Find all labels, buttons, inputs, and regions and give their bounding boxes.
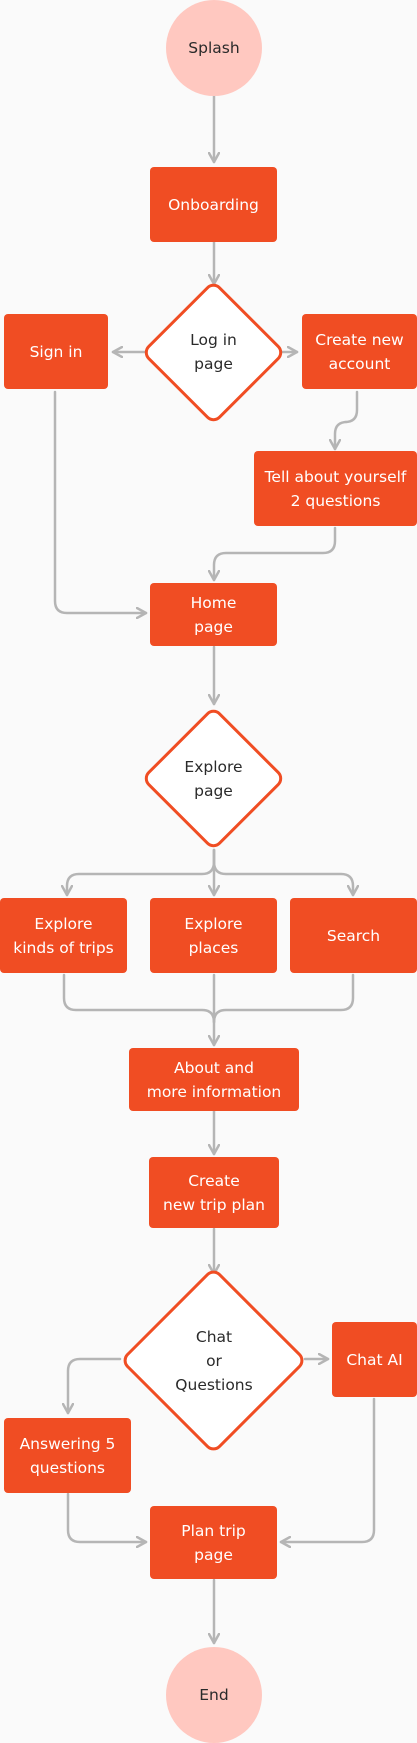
arrow-create-tell — [335, 390, 359, 451]
arrow-explore-trips — [67, 848, 216, 897]
home-node: Home page — [150, 583, 277, 646]
plan-page-node: Plan trip page — [150, 1506, 277, 1579]
home-label: Home page — [190, 593, 237, 636]
explore-decision-node: Explore page — [146, 739, 281, 819]
arrow-signin-home — [53, 390, 148, 613]
create-plan-label: Create new trip plan — [163, 1171, 265, 1214]
create-account-label: Create new account — [315, 330, 404, 373]
arrow-chatai-plan — [279, 1397, 376, 1542]
end-label: End — [199, 1686, 229, 1704]
about-node: About and more information — [129, 1048, 299, 1111]
tell-about-node: Tell about yourself 2 questions — [254, 451, 417, 526]
signin-label: Sign in — [29, 342, 83, 361]
line-search-merge — [212, 973, 355, 1024]
chat-ai-label: Chat AI — [346, 1350, 403, 1369]
search-label: Search — [326, 926, 381, 945]
onboarding-node: Onboarding — [150, 167, 277, 242]
splash-node: Splash — [166, 0, 262, 96]
explore-trips-label: Explore kinds of trips — [13, 914, 114, 957]
chat-questions-label: Chat or Questions — [175, 1328, 253, 1394]
login-decision-node: Log in page — [146, 312, 281, 392]
create-account-node: Create new account — [302, 314, 417, 389]
create-plan-node: Create new trip plan — [149, 1157, 279, 1228]
arrow-answering-plan — [66, 1492, 148, 1542]
chat-ai-node: Chat AI — [332, 1322, 417, 1397]
explore-places-node: Explore places — [150, 898, 277, 973]
tell-about-label: Tell about yourself 2 questions — [264, 467, 407, 510]
explore-trips-node: Explore kinds of trips — [0, 898, 127, 973]
line-trips-merge — [62, 973, 216, 1024]
explore-places-label: Explore places — [184, 914, 243, 957]
arrow-explore-search — [212, 848, 353, 897]
login-label: Log in page — [190, 331, 237, 373]
about-label: About and more information — [146, 1058, 282, 1101]
splash-label: Splash — [188, 39, 240, 57]
answering-node: Answering 5 questions — [4, 1418, 131, 1493]
end-node: End — [166, 1647, 262, 1743]
arrow-chat-answering — [68, 1357, 122, 1415]
explore-page-label: Explore page — [184, 758, 243, 800]
arrow-tell-home — [214, 526, 337, 582]
answering-label: Answering 5 questions — [19, 1434, 116, 1477]
onboarding-label: Onboarding — [168, 195, 259, 214]
signin-node: Sign in — [4, 314, 108, 389]
search-node: Search — [290, 898, 417, 973]
plan-page-label: Plan trip page — [181, 1521, 246, 1564]
chat-decision-node: Chat or Questions — [140, 1314, 288, 1408]
